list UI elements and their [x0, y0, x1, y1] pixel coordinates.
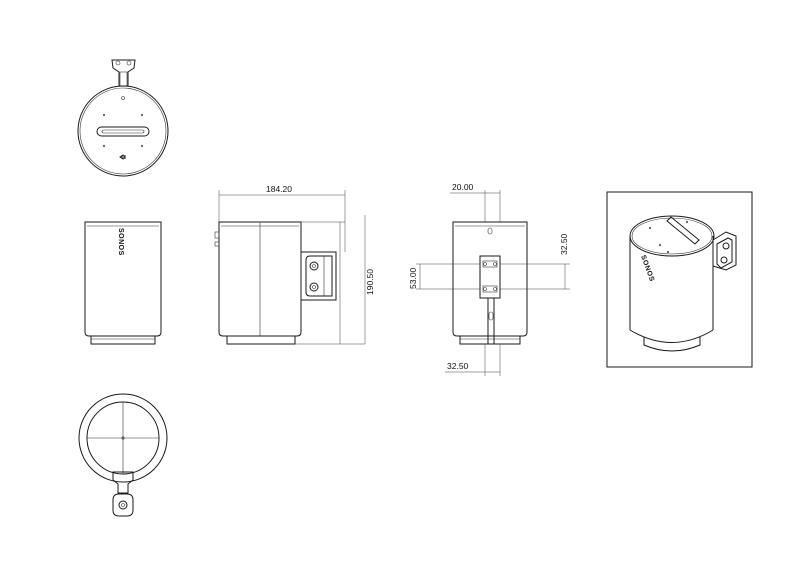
isometric-view: SONOS [606, 191, 753, 368]
back-view: 20.00 53.00 32.50 32.50 [408, 182, 570, 376]
dim-back-mount-height: 53.00 [408, 267, 418, 289]
front-view: SONOS [84, 221, 162, 345]
dim-back-offset: 20.00 [452, 182, 474, 192]
dim-side-width: 184.20 [266, 184, 292, 194]
dim-back-hole-spacing-v: 32.50 [559, 233, 569, 255]
side-view: 184.20 190.50 [214, 184, 375, 345]
top-view [77, 59, 169, 177]
front-brand-logo: SONOS [117, 228, 124, 256]
iso-brand-logo: SONOS [639, 254, 655, 283]
bottom-view [78, 393, 168, 517]
dim-side-height: 190.50 [365, 269, 375, 295]
dim-back-hole-spacing-h: 32.50 [447, 361, 469, 371]
